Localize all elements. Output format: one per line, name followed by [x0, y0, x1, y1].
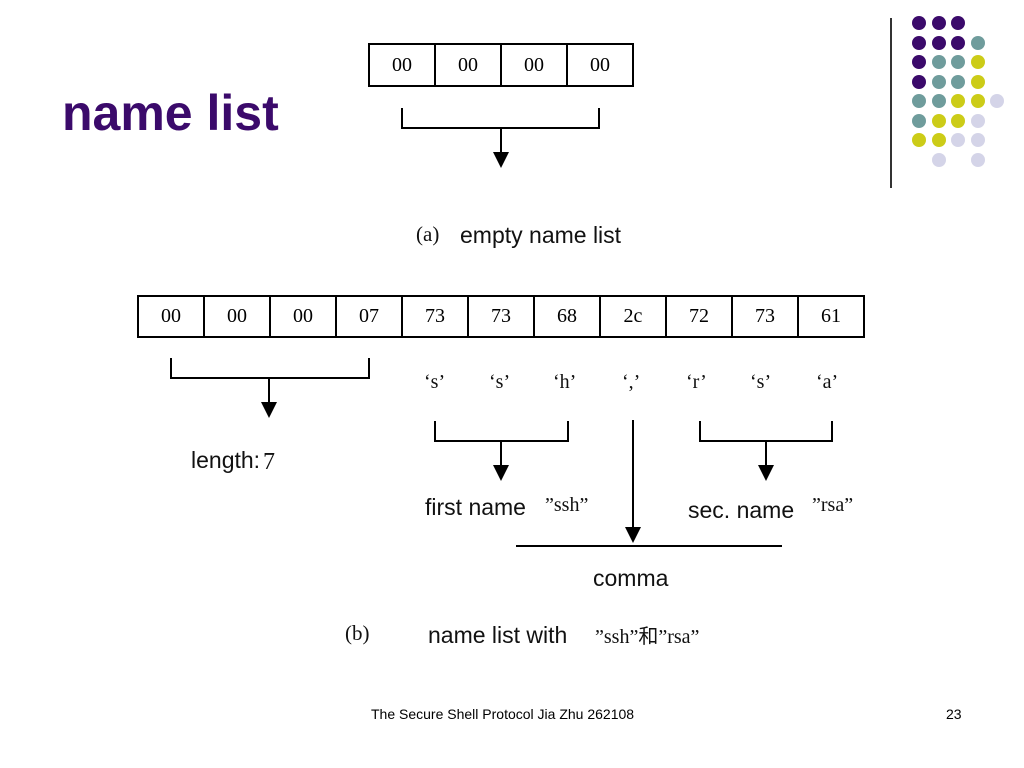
- decorative-dot: [912, 55, 926, 69]
- decorative-dot: [951, 94, 965, 108]
- caption-a: empty name list: [460, 222, 622, 248]
- decorative-dot: [970, 152, 985, 167]
- bracket-right: [831, 421, 833, 441]
- byte-cell: 00: [137, 295, 205, 338]
- byte-cell: 72: [665, 295, 733, 338]
- decorative-divider: [890, 18, 892, 188]
- baseline: [516, 545, 782, 547]
- char-label: ‘a’: [816, 371, 839, 393]
- caption-b-value: ”ssh”和”rsa”: [595, 626, 700, 648]
- char-label: ‘,’: [622, 371, 641, 393]
- comma-label: comma: [593, 565, 669, 591]
- char-label: ‘s’: [750, 371, 772, 393]
- bracket-left: [434, 421, 436, 441]
- arrow-stem: [632, 420, 634, 527]
- down-arrow-icon: [261, 402, 277, 418]
- byte-cell: 2c: [599, 295, 667, 338]
- bracket-left: [170, 358, 172, 378]
- down-arrow-icon: [625, 527, 641, 543]
- decorative-dot: [931, 74, 946, 89]
- length-label: length:: [191, 447, 261, 473]
- decorative-dot: [951, 133, 965, 147]
- bracket-right: [368, 358, 370, 378]
- decorative-dot: [951, 74, 965, 89]
- footer-text: The Secure Shell Protocol Jia Zhu 262108: [371, 706, 635, 722]
- sec-name-label: sec. name: [688, 497, 795, 523]
- down-arrow-icon: [493, 152, 509, 168]
- char-label: ‘s’: [489, 371, 511, 393]
- page-number: 23: [946, 706, 962, 722]
- slide-title: name list: [62, 85, 279, 141]
- decorative-dot: [931, 16, 946, 30]
- decorative-dot: [912, 113, 926, 128]
- bracket-left: [699, 421, 701, 441]
- decorative-dot: [951, 16, 965, 30]
- caption-prefix-a: (a): [416, 222, 440, 246]
- decorative-dot: [912, 16, 926, 30]
- bracket-base: [170, 377, 370, 379]
- arrow-stem: [268, 378, 270, 404]
- decorative-dot: [931, 152, 946, 167]
- decorative-dot: [912, 35, 926, 50]
- decorative-dot: [951, 35, 965, 50]
- bracket-right: [598, 108, 600, 128]
- decorative-dot: [931, 55, 946, 69]
- byte-cell: 00: [434, 43, 502, 87]
- decorative-dot: [912, 74, 926, 89]
- decorative-dot: [970, 55, 985, 69]
- down-arrow-icon: [493, 465, 509, 481]
- decorative-dot: [931, 113, 946, 128]
- byte-cell: 00: [203, 295, 271, 338]
- byte-cell: 73: [467, 295, 535, 338]
- length-value: 7: [263, 449, 275, 475]
- char-label: ‘s’: [424, 371, 446, 393]
- byte-cell: 68: [533, 295, 601, 338]
- decorative-dot: [970, 113, 985, 128]
- decorative-dot: [970, 133, 985, 147]
- char-label: ‘h’: [553, 371, 577, 393]
- decorative-dot: [912, 133, 926, 147]
- caption-b: name list with: [428, 622, 568, 648]
- decorative-dot: [970, 74, 985, 89]
- first-name-value: ”ssh”: [545, 494, 589, 516]
- arrow-stem: [765, 441, 767, 467]
- bracket-right: [567, 421, 569, 441]
- decorative-dot: [970, 94, 985, 108]
- byte-cell: 73: [401, 295, 469, 338]
- decorative-dot: [931, 94, 946, 108]
- arrow-stem: [500, 128, 502, 154]
- decorative-dot: [990, 94, 1004, 108]
- byte-cell: 00: [500, 43, 568, 87]
- byte-cell: 61: [797, 295, 865, 338]
- bracket-left: [401, 108, 403, 128]
- arrow-stem: [500, 441, 502, 467]
- decorative-dot: [931, 35, 946, 50]
- decorative-dot: [970, 35, 985, 50]
- char-label: ‘r’: [686, 371, 707, 393]
- decorative-dot: [951, 113, 965, 128]
- decorative-dot: [951, 55, 965, 69]
- byte-cell: 00: [566, 43, 634, 87]
- byte-cell: 07: [335, 295, 403, 338]
- byte-cell: 00: [368, 43, 436, 87]
- first-name-label: first name: [425, 494, 526, 520]
- decorative-dot: [912, 94, 926, 108]
- sec-name-value: ”rsa”: [812, 494, 854, 516]
- caption-prefix-b: (b): [345, 621, 370, 645]
- down-arrow-icon: [758, 465, 774, 481]
- byte-cell: 00: [269, 295, 337, 338]
- byte-cell: 73: [731, 295, 799, 338]
- decorative-dot: [931, 133, 946, 147]
